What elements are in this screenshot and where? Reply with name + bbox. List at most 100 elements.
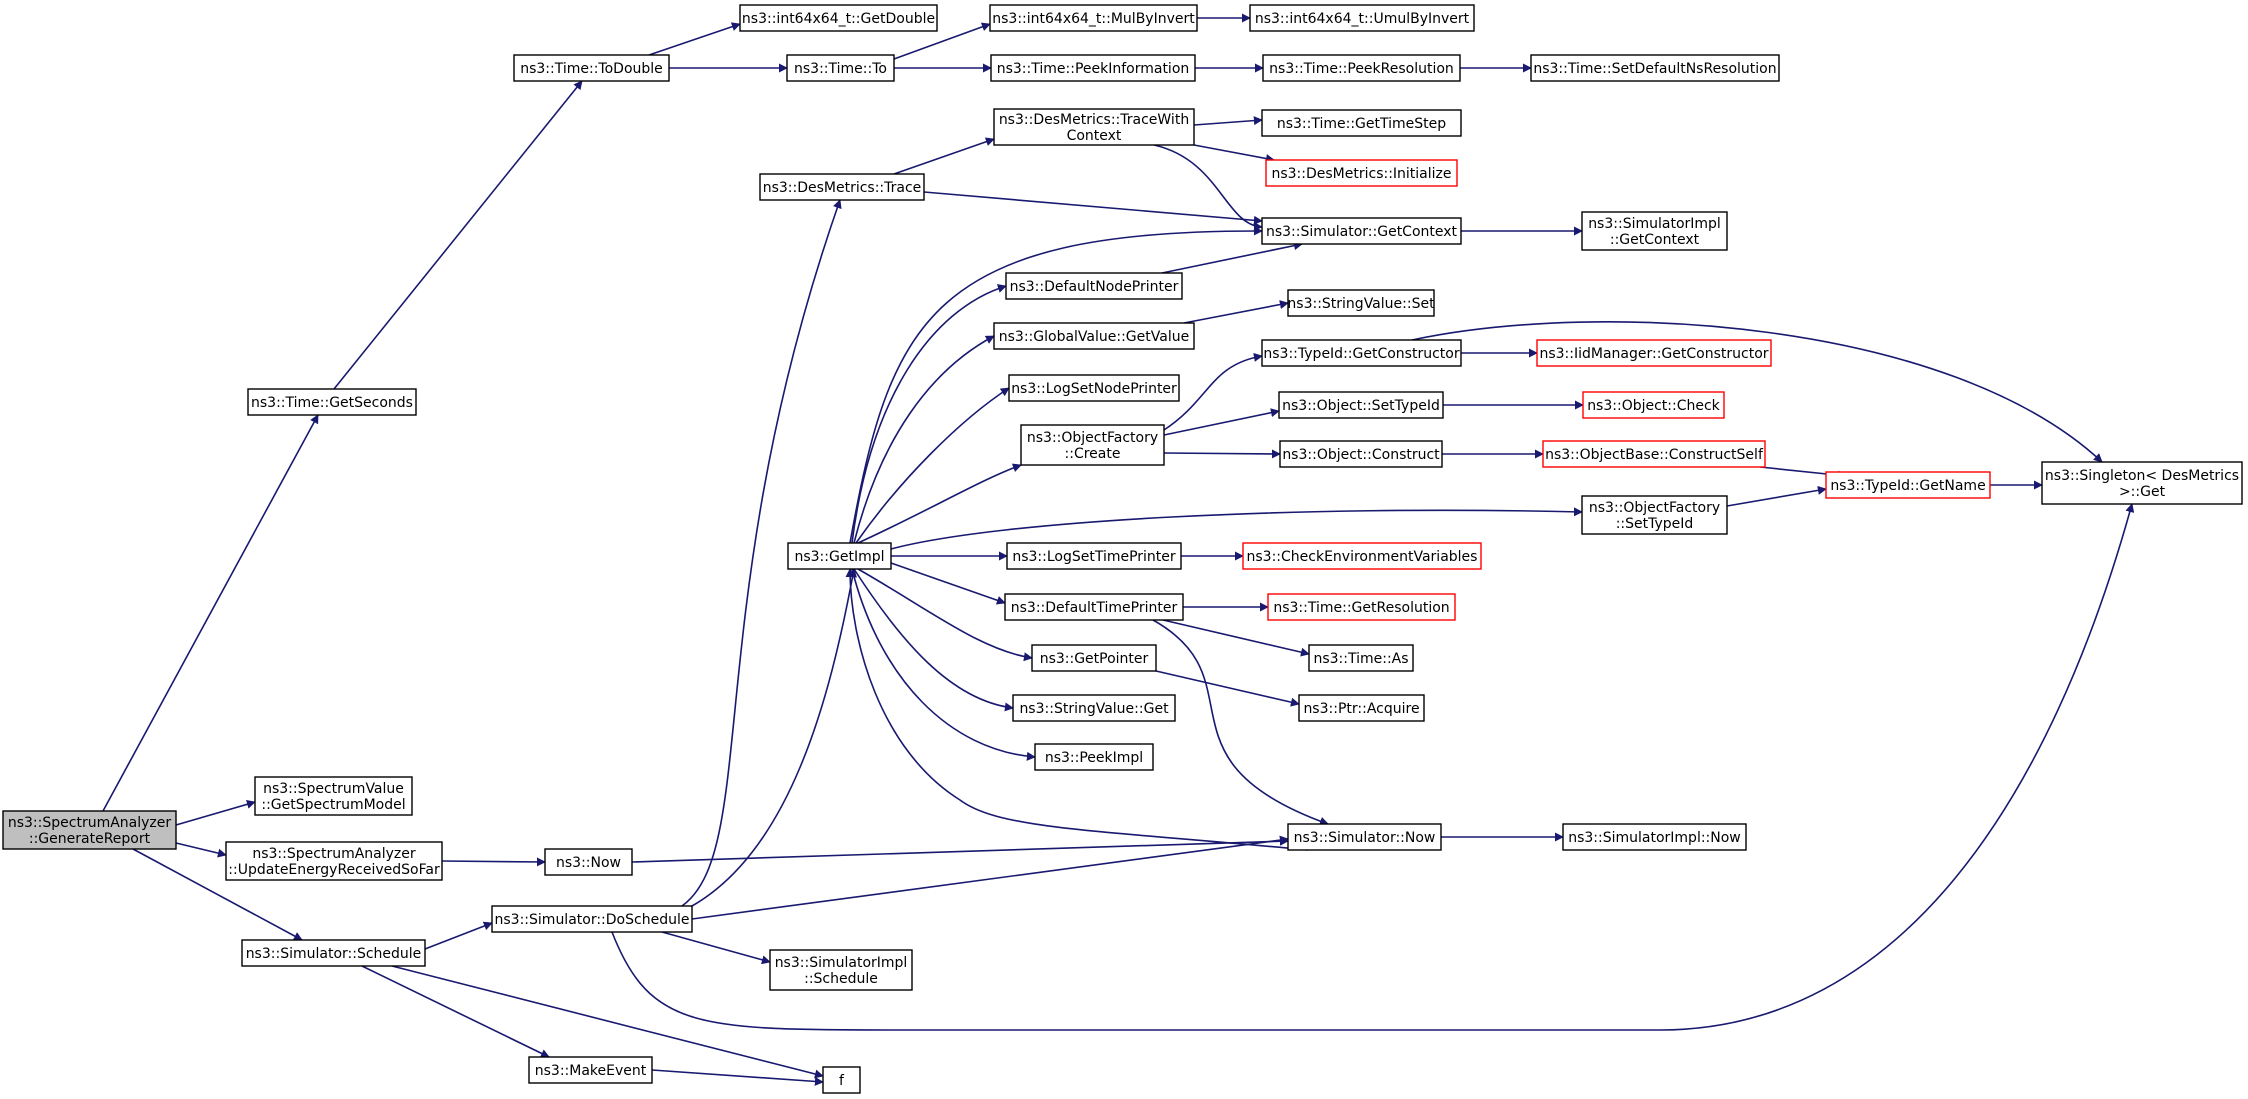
node-box[interactable] xyxy=(769,949,913,991)
node-getimpl[interactable]: ns3::GetImpl xyxy=(787,542,892,570)
node-simschedule[interactable]: ns3::Simulator::Schedule xyxy=(241,939,426,967)
node-box[interactable] xyxy=(1031,644,1157,672)
node-ptracquire[interactable]: ns3::Ptr::Acquire xyxy=(1298,694,1425,722)
node-box[interactable] xyxy=(787,542,892,570)
node-checkenvvars[interactable]: ns3::CheckEnvironmentVariables xyxy=(1242,542,1482,570)
node-box[interactable] xyxy=(1005,272,1183,300)
node-box[interactable] xyxy=(1530,54,1780,82)
node-box[interactable] xyxy=(1298,694,1425,722)
node-desmetricstrace[interactable]: ns3::DesMetrics::Trace xyxy=(759,173,925,201)
node-box[interactable] xyxy=(1020,424,1165,466)
node-box[interactable] xyxy=(1249,4,1475,32)
node-desinit[interactable]: ns3::DesMetrics::Initialize xyxy=(1265,159,1458,187)
node-box[interactable] xyxy=(1004,593,1184,621)
node-box[interactable] xyxy=(1278,391,1444,419)
node-box[interactable] xyxy=(1581,211,1728,251)
node-globalvalueget[interactable]: ns3::GlobalValue::GetValue xyxy=(993,322,1195,350)
node-box[interactable] xyxy=(513,54,670,82)
node-box[interactable] xyxy=(254,776,413,816)
node-box[interactable] xyxy=(1261,217,1462,245)
node-box[interactable] xyxy=(1562,823,1747,851)
node-box[interactable] xyxy=(2041,461,2243,505)
node-box[interactable] xyxy=(1542,440,1766,468)
node-box[interactable] xyxy=(989,4,1198,32)
node-box[interactable] xyxy=(528,1056,653,1084)
node-updateenergy[interactable]: ns3::SpectrumAnalyzer::UpdateEnergyRecei… xyxy=(225,841,443,881)
node-box[interactable] xyxy=(1308,644,1414,672)
node-peekimpl[interactable]: ns3::PeekImpl xyxy=(1034,743,1154,771)
node-defaulttimeprinter[interactable]: ns3::DefaultTimePrinter xyxy=(1004,593,1184,621)
node-f[interactable]: f xyxy=(822,1066,861,1094)
node-box[interactable] xyxy=(1581,495,1728,535)
node-box[interactable] xyxy=(1261,339,1462,367)
node-box[interactable] xyxy=(247,388,417,416)
node-stringvalueset[interactable]: ns3::StringValue::Set xyxy=(1287,289,1435,317)
node-box[interactable] xyxy=(759,173,925,201)
node-logsettimeprinter[interactable]: ns3::LogSetTimePrinter xyxy=(1006,542,1182,570)
node-objbaseconstructself[interactable]: ns3::ObjectBase::ConstructSelf xyxy=(1542,440,1766,468)
node-box[interactable] xyxy=(2,810,177,850)
node-simimplschedule[interactable]: ns3::SimulatorImpl::Schedule xyxy=(769,949,913,991)
node-box[interactable] xyxy=(1261,109,1462,137)
node-objfactorycreate[interactable]: ns3::ObjectFactory::Create xyxy=(1020,424,1165,466)
node-timeas[interactable]: ns3::Time::As xyxy=(1308,644,1414,672)
node-umulbyinvert[interactable]: ns3::int64x64_t::UmulByInvert xyxy=(1249,4,1475,32)
node-objsettypeid[interactable]: ns3::Object::SetTypeId xyxy=(1278,391,1444,419)
node-box[interactable] xyxy=(1287,823,1442,851)
node-box[interactable] xyxy=(544,848,633,876)
node-iidmgrgetctor[interactable]: ns3::IidManager::GetConstructor xyxy=(1536,339,1772,367)
node-box[interactable] xyxy=(1265,159,1458,187)
node-box[interactable] xyxy=(1262,54,1461,82)
node-simdoschedule[interactable]: ns3::Simulator::DoSchedule xyxy=(491,905,693,933)
node-todouble[interactable]: ns3::Time::ToDouble xyxy=(513,54,670,82)
node-singletonget[interactable]: ns3::Singleton< DesMetrics >::Get xyxy=(2041,461,2243,505)
node-makeevent[interactable]: ns3::MakeEvent xyxy=(528,1056,653,1084)
node-objfactorysettypeid[interactable]: ns3::ObjectFactory::SetTypeId xyxy=(1581,495,1728,535)
node-box[interactable] xyxy=(1825,471,1991,499)
node-box[interactable] xyxy=(1242,542,1482,570)
node-box[interactable] xyxy=(1287,289,1435,317)
node-simimplnow[interactable]: ns3::SimulatorImpl::Now xyxy=(1562,823,1747,851)
node-stringvalueget[interactable]: ns3::StringValue::Get xyxy=(1012,694,1176,722)
node-simimplgetcontext[interactable]: ns3::SimulatorImpl::GetContext xyxy=(1581,211,1728,251)
node-peekres[interactable]: ns3::Time::PeekResolution xyxy=(1262,54,1461,82)
node-box[interactable] xyxy=(993,322,1195,350)
node-box[interactable] xyxy=(1267,593,1456,621)
node-box[interactable] xyxy=(1006,542,1182,570)
node-box[interactable] xyxy=(993,108,1195,146)
node-mulbyinvert[interactable]: ns3::int64x64_t::MulByInvert xyxy=(989,4,1198,32)
node-defaultnodeprinter[interactable]: ns3::DefaultNodePrinter xyxy=(1005,272,1183,300)
node-typeidgetname[interactable]: ns3::TypeId::GetName xyxy=(1825,471,1991,499)
node-box[interactable] xyxy=(1034,743,1154,771)
node-box[interactable] xyxy=(786,54,895,82)
node-box[interactable] xyxy=(822,1066,861,1094)
node-box[interactable] xyxy=(990,54,1196,82)
node-gettimestep[interactable]: ns3::Time::GetTimeStep xyxy=(1261,109,1462,137)
node-box[interactable] xyxy=(1279,440,1443,468)
node-getseconds[interactable]: ns3::Time::GetSeconds xyxy=(247,388,417,416)
node-box[interactable] xyxy=(225,841,443,881)
node-setdefaultns[interactable]: ns3::Time::SetDefaultNsResolution xyxy=(1530,54,1780,82)
node-spectrumvalueget[interactable]: ns3::SpectrumValue::GetSpectrumModel xyxy=(254,776,413,816)
node-objcheck[interactable]: ns3::Object::Check xyxy=(1582,391,1725,419)
node-simnow[interactable]: ns3::Simulator::Now xyxy=(1287,823,1442,851)
node-box[interactable] xyxy=(1012,694,1176,722)
node-box[interactable] xyxy=(1008,374,1180,402)
node-root[interactable]: ns3::SpectrumAnalyzer::GenerateReport xyxy=(2,810,177,850)
node-getdouble[interactable]: ns3::int64x64_t::GetDouble xyxy=(739,4,938,32)
node-box[interactable] xyxy=(241,939,426,967)
node-box[interactable] xyxy=(1582,391,1725,419)
node-timeto[interactable]: ns3::Time::To xyxy=(786,54,895,82)
node-timegetres[interactable]: ns3::Time::GetResolution xyxy=(1267,593,1456,621)
node-getpointer[interactable]: ns3::GetPointer xyxy=(1031,644,1157,672)
node-box[interactable] xyxy=(739,4,938,32)
node-now[interactable]: ns3::Now xyxy=(544,848,633,876)
node-objconstruct[interactable]: ns3::Object::Construct xyxy=(1279,440,1443,468)
node-typeidgetctor[interactable]: ns3::TypeId::GetConstructor xyxy=(1261,339,1462,367)
node-box[interactable] xyxy=(491,905,693,933)
node-simgetcontext[interactable]: ns3::Simulator::GetContext xyxy=(1261,217,1462,245)
node-peekinfo[interactable]: ns3::Time::PeekInformation xyxy=(990,54,1196,82)
node-box[interactable] xyxy=(1536,339,1772,367)
node-logsetnodeprinter[interactable]: ns3::LogSetNodePrinter xyxy=(1008,374,1180,402)
